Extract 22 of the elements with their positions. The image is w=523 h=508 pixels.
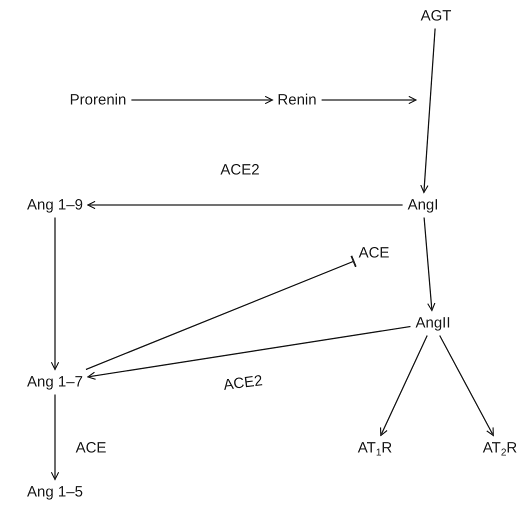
arrow [420, 28, 436, 194]
pathway-label: AT$_{1}$R [356, 438, 394, 458]
arrow [380, 335, 428, 436]
arrow [50, 218, 60, 370]
pathway-label: Ang 1–7 [25, 372, 85, 392]
arrow [423, 217, 436, 312]
arrow [439, 335, 494, 436]
arrow [131, 96, 273, 104]
arrow [87, 326, 411, 380]
pathway-label: AGT [418, 6, 454, 26]
pathway-label: AT$_{2}$R [480, 438, 520, 458]
pathway-label: Renin [275, 90, 319, 110]
pathway-label: AngII [413, 314, 453, 332]
pathway-label: Ang 1–5 [25, 482, 85, 502]
arrow [87, 200, 403, 210]
pathway-label: AngI [406, 196, 440, 214]
inhibition-line [86, 254, 357, 370]
arrow [322, 96, 417, 104]
pathway-label: Ang 1–9 [25, 196, 85, 214]
pathway-label: ACE [356, 244, 392, 262]
pathway-label: Prorenin [68, 90, 128, 110]
arrow [50, 394, 60, 480]
